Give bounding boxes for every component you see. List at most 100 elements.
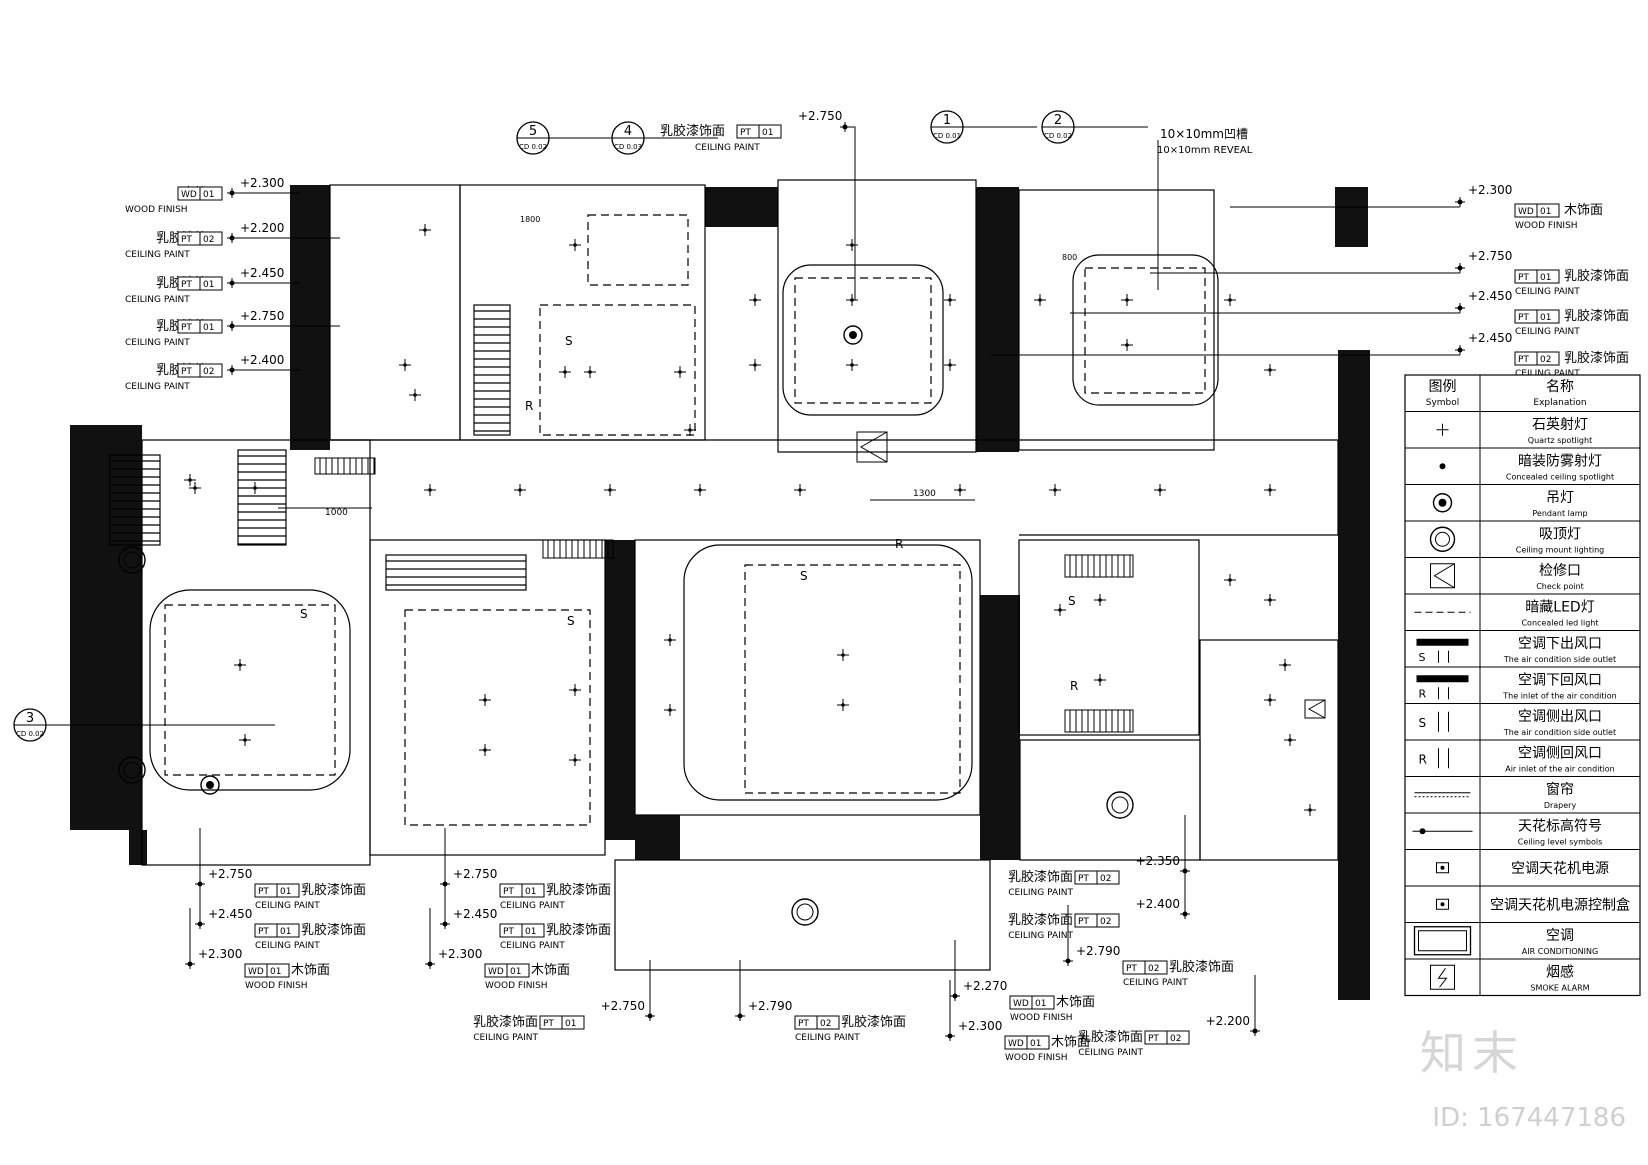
legend-name-en: Ceiling level symbols xyxy=(1518,837,1603,846)
legend-row: 空调天花机电源控制盒 xyxy=(1405,885,1640,913)
room-outline xyxy=(1019,739,1201,861)
callout-cn: 乳胶漆饰面 xyxy=(1169,959,1234,975)
legend-name-cn: 石英射灯 xyxy=(1532,416,1588,433)
callout-cn: 木饰面 xyxy=(291,963,330,978)
legend-name-en: Drapery xyxy=(1544,801,1577,810)
callout-en: CEILING PAINT xyxy=(125,382,190,392)
elevation-value: +2.300 xyxy=(1468,183,1512,197)
elevation-value: +2.350 xyxy=(1136,854,1180,868)
tag-code: PT xyxy=(258,927,269,937)
legend-header-symbol-en: Symbol xyxy=(1426,398,1460,408)
wall-segment xyxy=(1335,187,1368,247)
marker-number: 1 xyxy=(943,113,951,128)
callout-cn: 乳胶漆饰面 xyxy=(841,1014,906,1030)
legend-name-en: AIR CONDITIONING xyxy=(1522,947,1598,956)
callout-cn: 乳胶漆饰面 xyxy=(301,922,366,938)
icon-part xyxy=(1440,865,1445,870)
cross-dot xyxy=(1288,738,1292,742)
elevation-value: +2.300 xyxy=(198,947,242,961)
cross-dot xyxy=(1308,808,1312,812)
quartz-spotlight-icon xyxy=(684,424,696,436)
ceiling-level-icon xyxy=(1412,828,1473,835)
wardrobe-outline xyxy=(109,454,161,546)
tag-code: WD xyxy=(181,190,197,200)
tag-code: PT xyxy=(798,1019,809,1029)
quartz-spotlight-icon xyxy=(664,634,676,646)
tag-number: 01 xyxy=(525,887,536,897)
quartz-spotlight-icon xyxy=(1094,594,1106,606)
quartz-spotlight-icon xyxy=(846,359,858,371)
quartz-spotlight-icon xyxy=(837,649,849,661)
elevation-value: +2.750 xyxy=(601,999,645,1013)
callout-cn: 乳胶漆饰面 xyxy=(660,123,725,139)
cross-dot xyxy=(850,243,854,247)
callout-en: WOOD FINISH xyxy=(125,205,188,215)
quartz-spotlight-icon xyxy=(1121,339,1133,351)
quartz-spotlight-icon xyxy=(1264,364,1276,376)
elevation-value: +2.790 xyxy=(1076,944,1120,958)
quartz-spotlight-icon xyxy=(184,474,196,486)
icon-part xyxy=(1429,526,1456,552)
elevation-value: +2.750 xyxy=(208,867,252,881)
room-outline xyxy=(1018,539,1200,736)
cross-dot xyxy=(573,243,577,247)
concealed-led-outline xyxy=(587,214,689,286)
quartz-spotlight-icon xyxy=(794,484,806,496)
ceiling-light-icon xyxy=(791,898,819,926)
legend-name-cn: 窗帘 xyxy=(1546,781,1574,798)
level-dot xyxy=(1457,347,1463,353)
legend-name-cn: 空调下出风口 xyxy=(1518,636,1602,652)
room-outline xyxy=(614,859,991,971)
light-outer xyxy=(118,546,146,574)
wardrobe-hatch xyxy=(109,454,161,546)
dimension-text: 1800 xyxy=(520,215,540,224)
quartz-spotlight-icon xyxy=(749,294,761,306)
quartz-spotlight-icon xyxy=(189,482,201,494)
quartz-spotlight-icon xyxy=(1034,294,1046,306)
quartz-spotlight-icon xyxy=(1224,294,1236,306)
icon-letter: S xyxy=(1419,716,1427,730)
cross-dot xyxy=(588,370,592,374)
icon-part xyxy=(1433,563,1455,589)
legend-name-cn: 暗装防雾射灯 xyxy=(1518,453,1602,469)
wall-segment xyxy=(70,425,142,830)
wall-segment xyxy=(129,830,147,865)
icon-letter: S xyxy=(1419,651,1426,664)
cross-dot xyxy=(841,703,845,707)
icon-part xyxy=(1413,926,1472,956)
quartz-spotlight-icon xyxy=(239,734,251,746)
concealed-led-outline xyxy=(164,604,336,776)
wall-segment xyxy=(1338,350,1370,1000)
tag-number: 01 xyxy=(280,927,291,937)
quartz-spotlight-icon xyxy=(604,484,616,496)
marker-number: 2 xyxy=(1054,113,1062,128)
legend-name-cn: 空调天花机电源 xyxy=(1511,861,1609,877)
legend-name-en: Concealed led light xyxy=(1521,618,1598,627)
icon-part xyxy=(1438,498,1447,507)
legend-name-en: Quartz spotlight xyxy=(1528,436,1592,445)
cross-dot xyxy=(1283,663,1287,667)
cross-dot xyxy=(1158,488,1162,492)
marker-reference: CD 0.02 xyxy=(1044,132,1072,140)
icon-part xyxy=(1416,638,1469,646)
vent-outline xyxy=(1064,554,1134,578)
legend-name-cn: 空调侧出风口 xyxy=(1518,709,1602,725)
section-marker: 4CD 0.03 xyxy=(611,121,645,155)
callout-en: CEILING PAINT xyxy=(500,901,565,911)
concealed-led-outline xyxy=(404,609,591,826)
lamp-ring xyxy=(843,325,863,345)
room-outline xyxy=(1018,189,1215,451)
ceiling-soffit xyxy=(782,264,944,416)
